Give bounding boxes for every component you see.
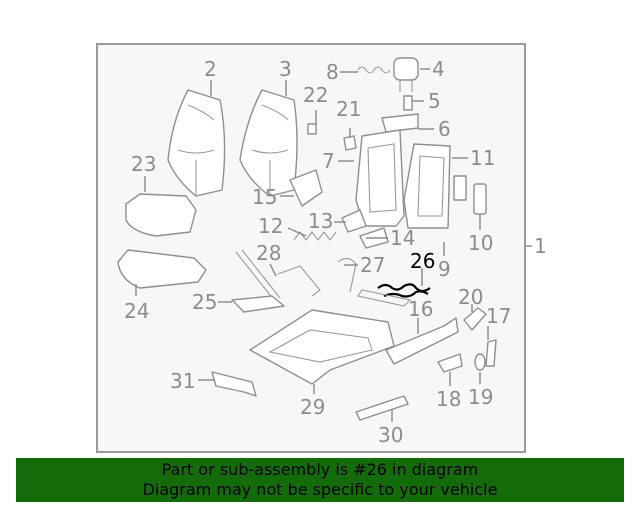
part-number-labels: 1 2 3 4 5 6 7 8 9 10 11 12 13 14 15 16 1…: [124, 57, 547, 447]
seat-back-cover-3: [239, 89, 298, 197]
label-31: 31: [170, 369, 195, 393]
label-14: 14: [390, 226, 415, 250]
wire-harness-26-part: [377, 283, 431, 298]
side-shield-16: [385, 317, 459, 365]
leader-lines: [135, 68, 489, 422]
label-27: 27: [360, 253, 385, 277]
label-10: 10: [468, 231, 493, 255]
label-20: 20: [458, 285, 483, 309]
bracket-31: [211, 371, 257, 397]
rod-assembly: [235, 249, 281, 301]
label-17: 17: [486, 304, 511, 328]
bracket-13: [341, 209, 367, 233]
label-8: 8: [326, 60, 339, 84]
info-banner: Part or sub-assembly is #26 in diagram D…: [16, 458, 624, 502]
label-13: 13: [308, 209, 333, 233]
bracket-30: [355, 395, 409, 421]
bracket-28: [277, 265, 321, 297]
label-15: 15: [252, 185, 277, 209]
seat-cushion-23: [125, 193, 197, 237]
label-28: 28: [256, 241, 281, 265]
label-4: 4: [432, 57, 445, 81]
seat-back-cover-2: [167, 89, 226, 197]
label-7: 7: [322, 149, 335, 173]
label-16: 16: [408, 297, 433, 321]
clip-21: [343, 135, 357, 151]
trim-6: [381, 113, 419, 133]
cap-19: [474, 353, 486, 371]
label-5: 5: [428, 89, 441, 113]
seat-parts-diagram: 1 2 3 4 5 6 7 8 9 10 11 12 13 14 15 16 1…: [96, 43, 547, 453]
label-3: 3: [279, 57, 292, 81]
banner-line-1: Part or sub-assembly is #26 in diagram: [161, 460, 479, 479]
spring-8: [357, 66, 391, 74]
label-19: 19: [468, 385, 493, 409]
bracket-9: [453, 175, 467, 201]
lumbar-15: [289, 169, 323, 207]
label-30: 30: [378, 423, 403, 447]
label-25: 25: [192, 290, 217, 314]
label-21: 21: [336, 97, 361, 121]
track-25: [231, 295, 285, 313]
label-22: 22: [303, 83, 328, 107]
label-23: 23: [131, 152, 156, 176]
rod-27: [337, 257, 357, 293]
label-24: 24: [124, 299, 149, 323]
label-1: 1: [534, 234, 547, 258]
seat-pad-24: [117, 249, 207, 289]
label-18: 18: [436, 387, 461, 411]
banner-line-2: Diagram may not be specific to your vehi…: [142, 480, 498, 499]
label-12: 12: [258, 214, 283, 238]
label-9: 9: [438, 257, 451, 281]
knob-18: [437, 353, 463, 373]
cover-10: [473, 183, 487, 215]
headrest-4: [393, 57, 419, 92]
label-11: 11: [470, 146, 495, 170]
label-6: 6: [438, 117, 451, 141]
label-2: 2: [204, 57, 217, 81]
cover-17: [485, 339, 497, 367]
clip-22: [307, 123, 317, 135]
label-26-highlighted: 26: [410, 249, 435, 273]
guide-5: [403, 95, 413, 111]
back-panel-11: [403, 143, 451, 229]
label-29: 29: [300, 395, 325, 419]
handle-20: [463, 307, 487, 331]
